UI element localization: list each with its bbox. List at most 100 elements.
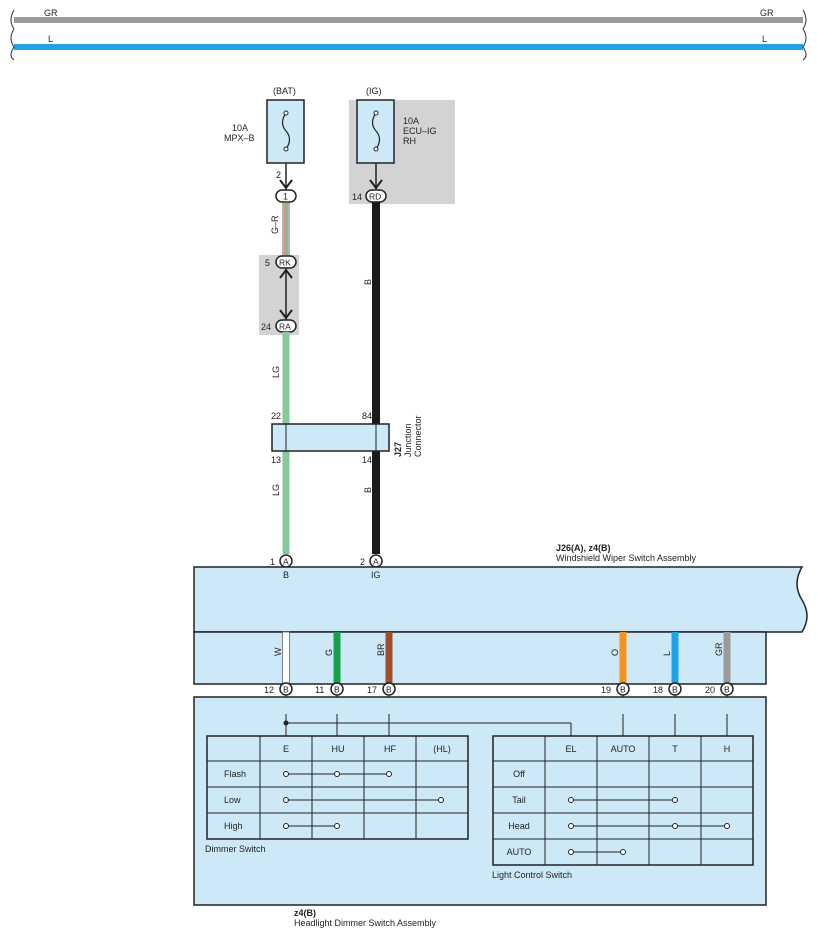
junction-pin-13: 13 xyxy=(271,455,281,465)
wire-label: GR xyxy=(714,642,724,656)
fuse-symbol-icon xyxy=(281,112,291,150)
table-header: (HL) xyxy=(433,744,451,754)
continuity-point xyxy=(568,823,574,829)
light-title: Light Control Switch xyxy=(492,870,572,880)
bus-break-right xyxy=(802,9,807,61)
wire-l xyxy=(671,632,679,683)
dimmer-title: Dimmer Switch xyxy=(205,844,266,854)
junction-connector-j27: 22 84 13 14 J27 Junction Connector xyxy=(271,411,423,465)
wire-w xyxy=(282,631,290,684)
bus-label-l-right: L xyxy=(762,34,767,44)
continuity-point xyxy=(438,797,444,803)
bus-label-l-left: L xyxy=(48,34,53,44)
pin-number: 11 xyxy=(315,685,324,695)
wire-label-lg-lower: LG xyxy=(271,484,281,496)
rk-pin: 5 xyxy=(265,258,270,268)
fuse-ecu-ig-rh: (IG) 10A ECU–IG RH 14 RD xyxy=(349,86,455,204)
wire-label: W xyxy=(273,647,283,656)
table-row-label: Head xyxy=(508,821,530,831)
fuse-bat-source: (BAT) xyxy=(273,86,296,96)
junction-box xyxy=(271,423,390,452)
arrow-up-icon xyxy=(279,268,293,279)
pin-connector-id: B xyxy=(672,685,678,695)
wiper-pin1-label: B xyxy=(283,570,289,580)
wire-left: G–R 5 RK 24 RA LG LG xyxy=(259,202,299,554)
wire-br xyxy=(385,632,393,683)
wiper-pin1-conn: A xyxy=(283,557,289,567)
fuse-terminal-icon xyxy=(373,146,379,152)
fuse-bat-conn-pin: 1 xyxy=(283,192,288,202)
junction-name-2: Connector xyxy=(413,415,423,457)
ra-pin: 24 xyxy=(261,322,271,332)
fuse-mpx-b: (BAT) 10A MPX–B 2 1 xyxy=(224,86,305,203)
wiper-pin2-label: IG xyxy=(371,570,381,580)
wire-label-lg-upper: LG xyxy=(271,366,281,378)
continuity-point xyxy=(283,823,289,829)
table-header: HF xyxy=(384,744,396,754)
wiper-pin2-num: 2 xyxy=(360,557,365,567)
pin-number: 12 xyxy=(264,685,274,695)
wire-label: G xyxy=(324,649,334,656)
headlight-box xyxy=(193,696,767,906)
table-row-label: AUTO xyxy=(507,847,532,857)
fuse-ig-pin: 14 xyxy=(352,192,362,202)
fuse-ig-conn-id: RD xyxy=(369,192,381,202)
bus-label-gr-left: GR xyxy=(44,8,58,18)
fuse-ig-rating: 10A xyxy=(403,116,419,126)
continuity-point xyxy=(568,849,574,855)
continuity-point xyxy=(334,771,340,777)
pin-number: 20 xyxy=(705,685,715,695)
pin-connector-id: B xyxy=(386,685,392,695)
fuse-symbol-icon xyxy=(371,112,381,150)
wire-label: L xyxy=(662,651,672,656)
fuse-ig-source: (IG) xyxy=(366,86,382,96)
wiper-pin2-conn: A xyxy=(373,557,379,567)
pin-number: 17 xyxy=(367,685,377,695)
pin-connector-id: B xyxy=(283,685,289,695)
continuity-point xyxy=(672,823,678,829)
fuse-terminal-icon xyxy=(283,146,289,152)
wire-g xyxy=(333,632,341,683)
bus-break-left xyxy=(10,9,15,61)
fuse-bat-box xyxy=(266,99,305,164)
wire-right: B B xyxy=(363,202,380,554)
rk-conn-id: RK xyxy=(279,258,291,268)
fuse-terminal-icon xyxy=(373,110,379,116)
wiper-pin1-num: 1 xyxy=(270,557,275,567)
table-row-label: Flash xyxy=(224,769,246,779)
table-header: T xyxy=(672,744,678,754)
wire-o xyxy=(619,632,627,683)
table-header: H xyxy=(724,744,731,754)
fuse-ig-name-2: RH xyxy=(403,136,416,146)
bus-label-gr-right: GR xyxy=(760,8,774,18)
continuity-point xyxy=(672,797,678,803)
pin-connector-id: B xyxy=(620,685,626,695)
continuity-point xyxy=(386,771,392,777)
table-row-label: High xyxy=(224,821,243,831)
ra-conn-id: RA xyxy=(279,322,291,332)
table-row-label: Low xyxy=(224,795,241,805)
continuity-point xyxy=(568,797,574,803)
continuity-point xyxy=(724,823,730,829)
connector-pin-oval xyxy=(275,189,297,203)
table-row-label: Tail xyxy=(512,795,526,805)
fuse-bat-pin: 2 xyxy=(276,170,281,180)
fuse-bat-name: MPX–B xyxy=(224,133,255,143)
arrow-down-icon xyxy=(279,179,293,190)
wiper-harness-box xyxy=(193,631,767,685)
internal-wiring xyxy=(283,714,728,736)
wire-label: O xyxy=(610,649,620,656)
wire-label-b-lower: B xyxy=(363,487,373,493)
junction-pin-22: 22 xyxy=(271,411,281,421)
junction-dot xyxy=(283,720,289,726)
table-header: HU xyxy=(332,744,345,754)
fuse-bat-rating: 10A xyxy=(232,123,248,133)
table-border xyxy=(492,735,754,866)
fuse-ig-box xyxy=(356,99,395,164)
pin-number: 18 xyxy=(653,685,663,695)
junction-name-1: Junction xyxy=(403,423,413,457)
fuse-terminal-icon xyxy=(283,110,289,116)
